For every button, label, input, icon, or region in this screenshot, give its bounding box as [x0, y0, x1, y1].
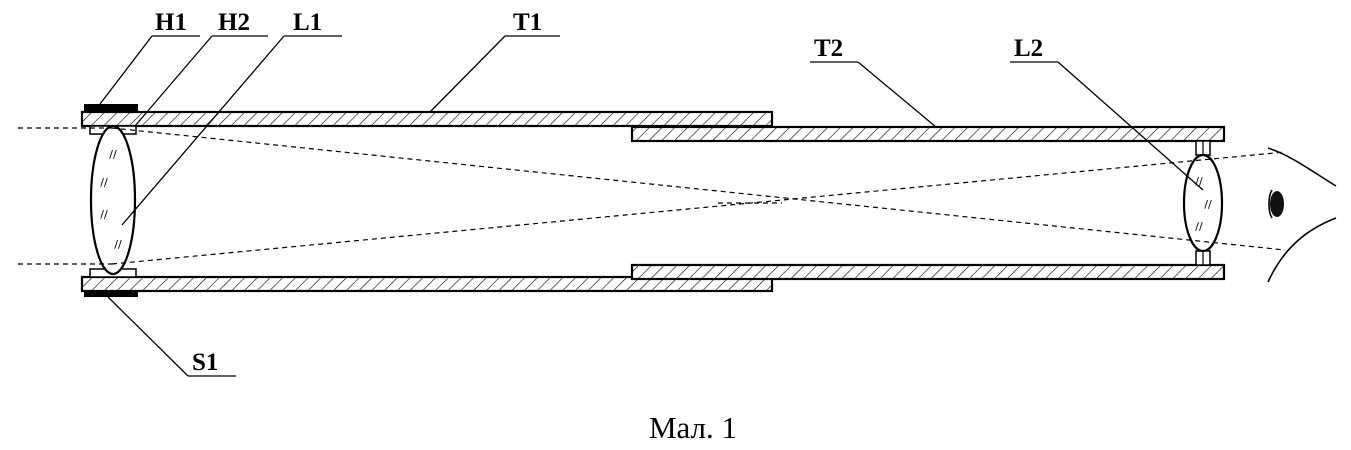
ray-upper-cross: [111, 127, 1286, 251]
stop-s1: [84, 291, 138, 297]
tube-t2-top-wall: [630, 125, 1226, 143]
leader-l2: [1057, 61, 1204, 191]
eye-pupil: [1270, 191, 1284, 217]
lens-l1-glass-mark-3: //: [100, 208, 108, 221]
tube-t2-bottom-wall: [630, 263, 1226, 281]
eye-cornea: [1268, 189, 1273, 219]
eye-upper-lid: [1267, 147, 1337, 187]
lens-l2-glass-mark-2: //: [1204, 198, 1212, 211]
leader-l1: [121, 35, 285, 226]
lens-l2-glass-mark-1: //: [1195, 175, 1203, 188]
leader-t2: [857, 61, 937, 128]
leader-h1: [99, 35, 153, 105]
label-t2: T2: [814, 35, 843, 62]
label-l1: L1: [293, 9, 322, 36]
tube-t1-top-wall: [80, 110, 774, 128]
tube-t1-bottom-wall: [80, 275, 774, 293]
ray-lower-cross: [111, 151, 1286, 265]
lens-l1-glass-mark-4: //: [114, 238, 122, 251]
leader-s1: [107, 296, 189, 377]
figure-caption: Мал. 1: [649, 410, 737, 445]
label-h2: H2: [218, 9, 250, 36]
lens-l2: [1182, 153, 1224, 253]
lens-l2-glass-mark-3: //: [1195, 220, 1203, 233]
eye-lower-lid: [1267, 217, 1337, 283]
label-h1: H1: [155, 9, 187, 36]
leader-h2: [134, 35, 213, 127]
holder-h1: [84, 104, 138, 112]
leader-t1: [429, 35, 506, 113]
label-l2: L2: [1014, 35, 1043, 62]
lens-l1: [89, 124, 137, 276]
label-s1: S1: [192, 349, 218, 376]
lens-l1-glass-mark-2: //: [100, 176, 108, 189]
label-t1: T1: [513, 9, 542, 36]
lens-l1-glass-mark-1: //: [109, 148, 117, 161]
